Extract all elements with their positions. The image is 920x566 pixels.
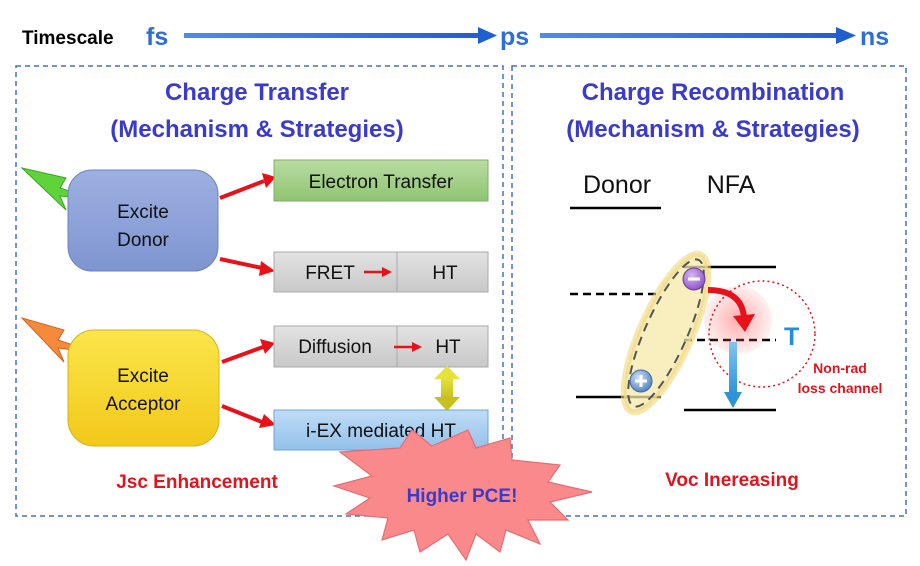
iex-label: i-EX mediated HT <box>306 421 456 442</box>
timescale-ps: ps <box>500 23 529 51</box>
excite-donor-line1: Excite <box>117 202 169 223</box>
nonrad-label-line2: loss channel <box>798 380 883 396</box>
arrow-donor-to-fret <box>219 257 275 276</box>
timescale-ns: ns <box>860 23 889 51</box>
voc-increasing-label: Voc Inereasing <box>665 470 799 491</box>
left-panel-title: Charge Transfer <box>165 79 349 106</box>
diffusion-ht-label: HT <box>435 337 461 358</box>
fret-label: FRET <box>305 263 355 284</box>
nfa-level-label: NFA <box>707 171 756 199</box>
fret-ht-label: HT <box>432 263 458 284</box>
left-panel-frame <box>15 65 504 517</box>
timescale-arrow-2 <box>540 27 856 44</box>
right-panel-title: Charge Recombination <box>582 79 845 106</box>
nonrad-label-line1: Non-rad <box>813 360 867 376</box>
triplet-label: T <box>784 323 799 351</box>
excite-acceptor-line2: Acceptor <box>106 394 182 415</box>
excite-donor-box <box>67 169 219 272</box>
hole-plus-icon <box>629 369 653 393</box>
timescale-fs: fs <box>146 23 168 51</box>
arrow-diffusion-to-ht <box>394 342 422 352</box>
arrow-donor-to-electron-transfer <box>219 173 276 200</box>
electron-minus-icon <box>682 267 706 291</box>
isc-curved-arrow <box>707 287 755 332</box>
arrow-acceptor-to-diffusion <box>221 339 275 364</box>
donor-level-label: Donor <box>583 171 651 199</box>
arrow-acceptor-to-iex <box>221 404 276 428</box>
electron-transfer-box <box>273 159 489 202</box>
right-panel-frame <box>511 65 907 517</box>
diffusion-label: Diffusion <box>298 337 372 358</box>
timescale-arrow-1 <box>184 27 497 44</box>
jsc-enhancement-label: Jsc Enhancement <box>116 472 278 493</box>
double-arrow-icon <box>434 366 460 411</box>
excite-acceptor-box <box>67 329 220 447</box>
triplet-decay-arrow <box>724 342 742 408</box>
right-panel-subtitle: (Mechanism & Strategies) <box>566 116 859 143</box>
diffusion-box <box>273 325 489 368</box>
left-panel-subtitle: (Mechanism & Strategies) <box>110 116 403 143</box>
timescale-label: Timescale <box>22 28 114 49</box>
excite-donor-line2: Donor <box>117 230 169 251</box>
higher-pce-label: Higher PCE! <box>407 486 518 507</box>
higher-pce-burst <box>331 429 593 562</box>
excite-acceptor-line1: Excite <box>117 366 169 387</box>
electron-transfer-label: Electron Transfer <box>309 172 454 193</box>
arrow-fret-to-ht <box>364 267 392 277</box>
nonrad-dotted-circle <box>708 280 816 388</box>
